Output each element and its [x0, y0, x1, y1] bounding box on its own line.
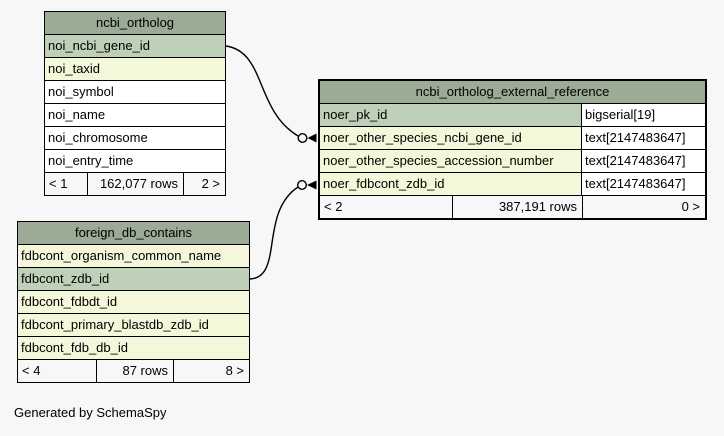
column-noi-symbol: noi_symbol — [45, 81, 225, 103]
table-row: fdbcont_fdb_db_id — [18, 337, 249, 360]
row-count: 162,077 rows — [88, 173, 184, 195]
edge-fdbcont-zdb-id — [249, 179, 317, 280]
table-header-ncbi-ortholog-external-reference[interactable]: ncbi_ortholog_external_reference — [320, 81, 705, 104]
column-fdbcont-zdb-id: fdbcont_zdb_id — [18, 268, 249, 290]
pager-next[interactable]: 2 > — [201, 176, 220, 191]
pager-prev[interactable]: < 2 — [320, 196, 453, 218]
fk-arrowhead — [307, 133, 317, 143]
table-row: fdbcont_fdbdt_id — [18, 291, 249, 314]
fk-arrowhead — [307, 180, 317, 190]
edge-noi-ncbi-gene-id — [225, 45, 317, 143]
fk-circle-marker — [297, 132, 308, 143]
row-count: 87 rows — [97, 360, 174, 382]
table-row: fdbcont_zdb_id — [18, 268, 249, 291]
table-row: fdbcont_primary_blastdb_zdb_id — [18, 314, 249, 337]
column-noer-pk-id: noer_pk_id — [320, 104, 581, 126]
column-noi-name: noi_name — [45, 104, 225, 126]
column-type: bigserial[19] — [581, 104, 705, 126]
table-row: noi_taxid — [45, 58, 225, 81]
generated-by-credit: Generated by SchemaSpy — [14, 405, 167, 420]
table-ncbi-ortholog: ncbi_ortholog noi_ncbi_gene_id noi_taxid… — [44, 11, 226, 196]
column-noer-fdbcont-zdb-id: noer_fdbcont_zdb_id — [320, 173, 581, 195]
column-noi-chromosome: noi_chromosome — [45, 127, 225, 149]
column-noer-other-species-ncbi-gene-id: noer_other_species_ncbi_gene_id — [320, 127, 581, 149]
table-row: noi_entry_time — [45, 150, 225, 173]
table-row: fdbcont_organism_common_name — [18, 245, 249, 268]
table-row: noi_symbol — [45, 81, 225, 104]
column-type: text[2147483647] — [581, 173, 705, 195]
table-ncbi-ortholog-external-reference: ncbi_ortholog_external_reference noer_pk… — [318, 79, 707, 220]
column-fdbcont-organism-common-name: fdbcont_organism_common_name — [18, 245, 249, 267]
column-fdbcont-primary-blastdb-zdb-id: fdbcont_primary_blastdb_zdb_id — [18, 314, 249, 336]
table-row: noer_pk_id bigserial[19] — [320, 104, 705, 127]
table-row: noer_fdbcont_zdb_id text[2147483647] — [320, 173, 705, 196]
column-noi-taxid: noi_taxid — [45, 58, 225, 80]
column-noi-ncbi-gene-id: noi_ncbi_gene_id — [45, 35, 225, 57]
table-row: noer_other_species_accession_number text… — [320, 150, 705, 173]
table-pager: < 4 87 rows 8 > — [18, 360, 249, 382]
row-count: 387,191 rows — [453, 196, 583, 218]
table-row: noi_name — [45, 104, 225, 127]
pager-prev[interactable]: < 4 — [18, 360, 97, 382]
table-pager: < 2 387,191 rows 0 > — [320, 196, 705, 218]
column-fdbcont-fdbdt-id: fdbcont_fdbdt_id — [18, 291, 249, 313]
table-row: noi_ncbi_gene_id — [45, 35, 225, 58]
column-type: text[2147483647] — [581, 127, 705, 149]
table-foreign-db-contains: foreign_db_contains fdbcont_organism_com… — [17, 221, 250, 383]
column-fdbcont-fdb-db-id: fdbcont_fdb_db_id — [18, 337, 249, 359]
column-noer-other-species-accession-number: noer_other_species_accession_number — [320, 150, 581, 172]
pager-next[interactable]: 0 > — [681, 199, 700, 214]
column-noi-entry-time: noi_entry_time — [45, 150, 225, 172]
pager-prev[interactable]: < 1 — [45, 173, 88, 195]
column-type: text[2147483647] — [581, 150, 705, 172]
pager-next[interactable]: 8 > — [225, 363, 244, 378]
fk-circle-marker — [297, 179, 308, 190]
table-pager: < 1 162,077 rows 2 > — [45, 173, 225, 195]
table-header-foreign-db-contains[interactable]: foreign_db_contains — [18, 222, 249, 245]
table-row: noi_chromosome — [45, 127, 225, 150]
table-row: noer_other_species_ncbi_gene_id text[214… — [320, 127, 705, 150]
table-header-ncbi-ortholog[interactable]: ncbi_ortholog — [45, 12, 225, 35]
